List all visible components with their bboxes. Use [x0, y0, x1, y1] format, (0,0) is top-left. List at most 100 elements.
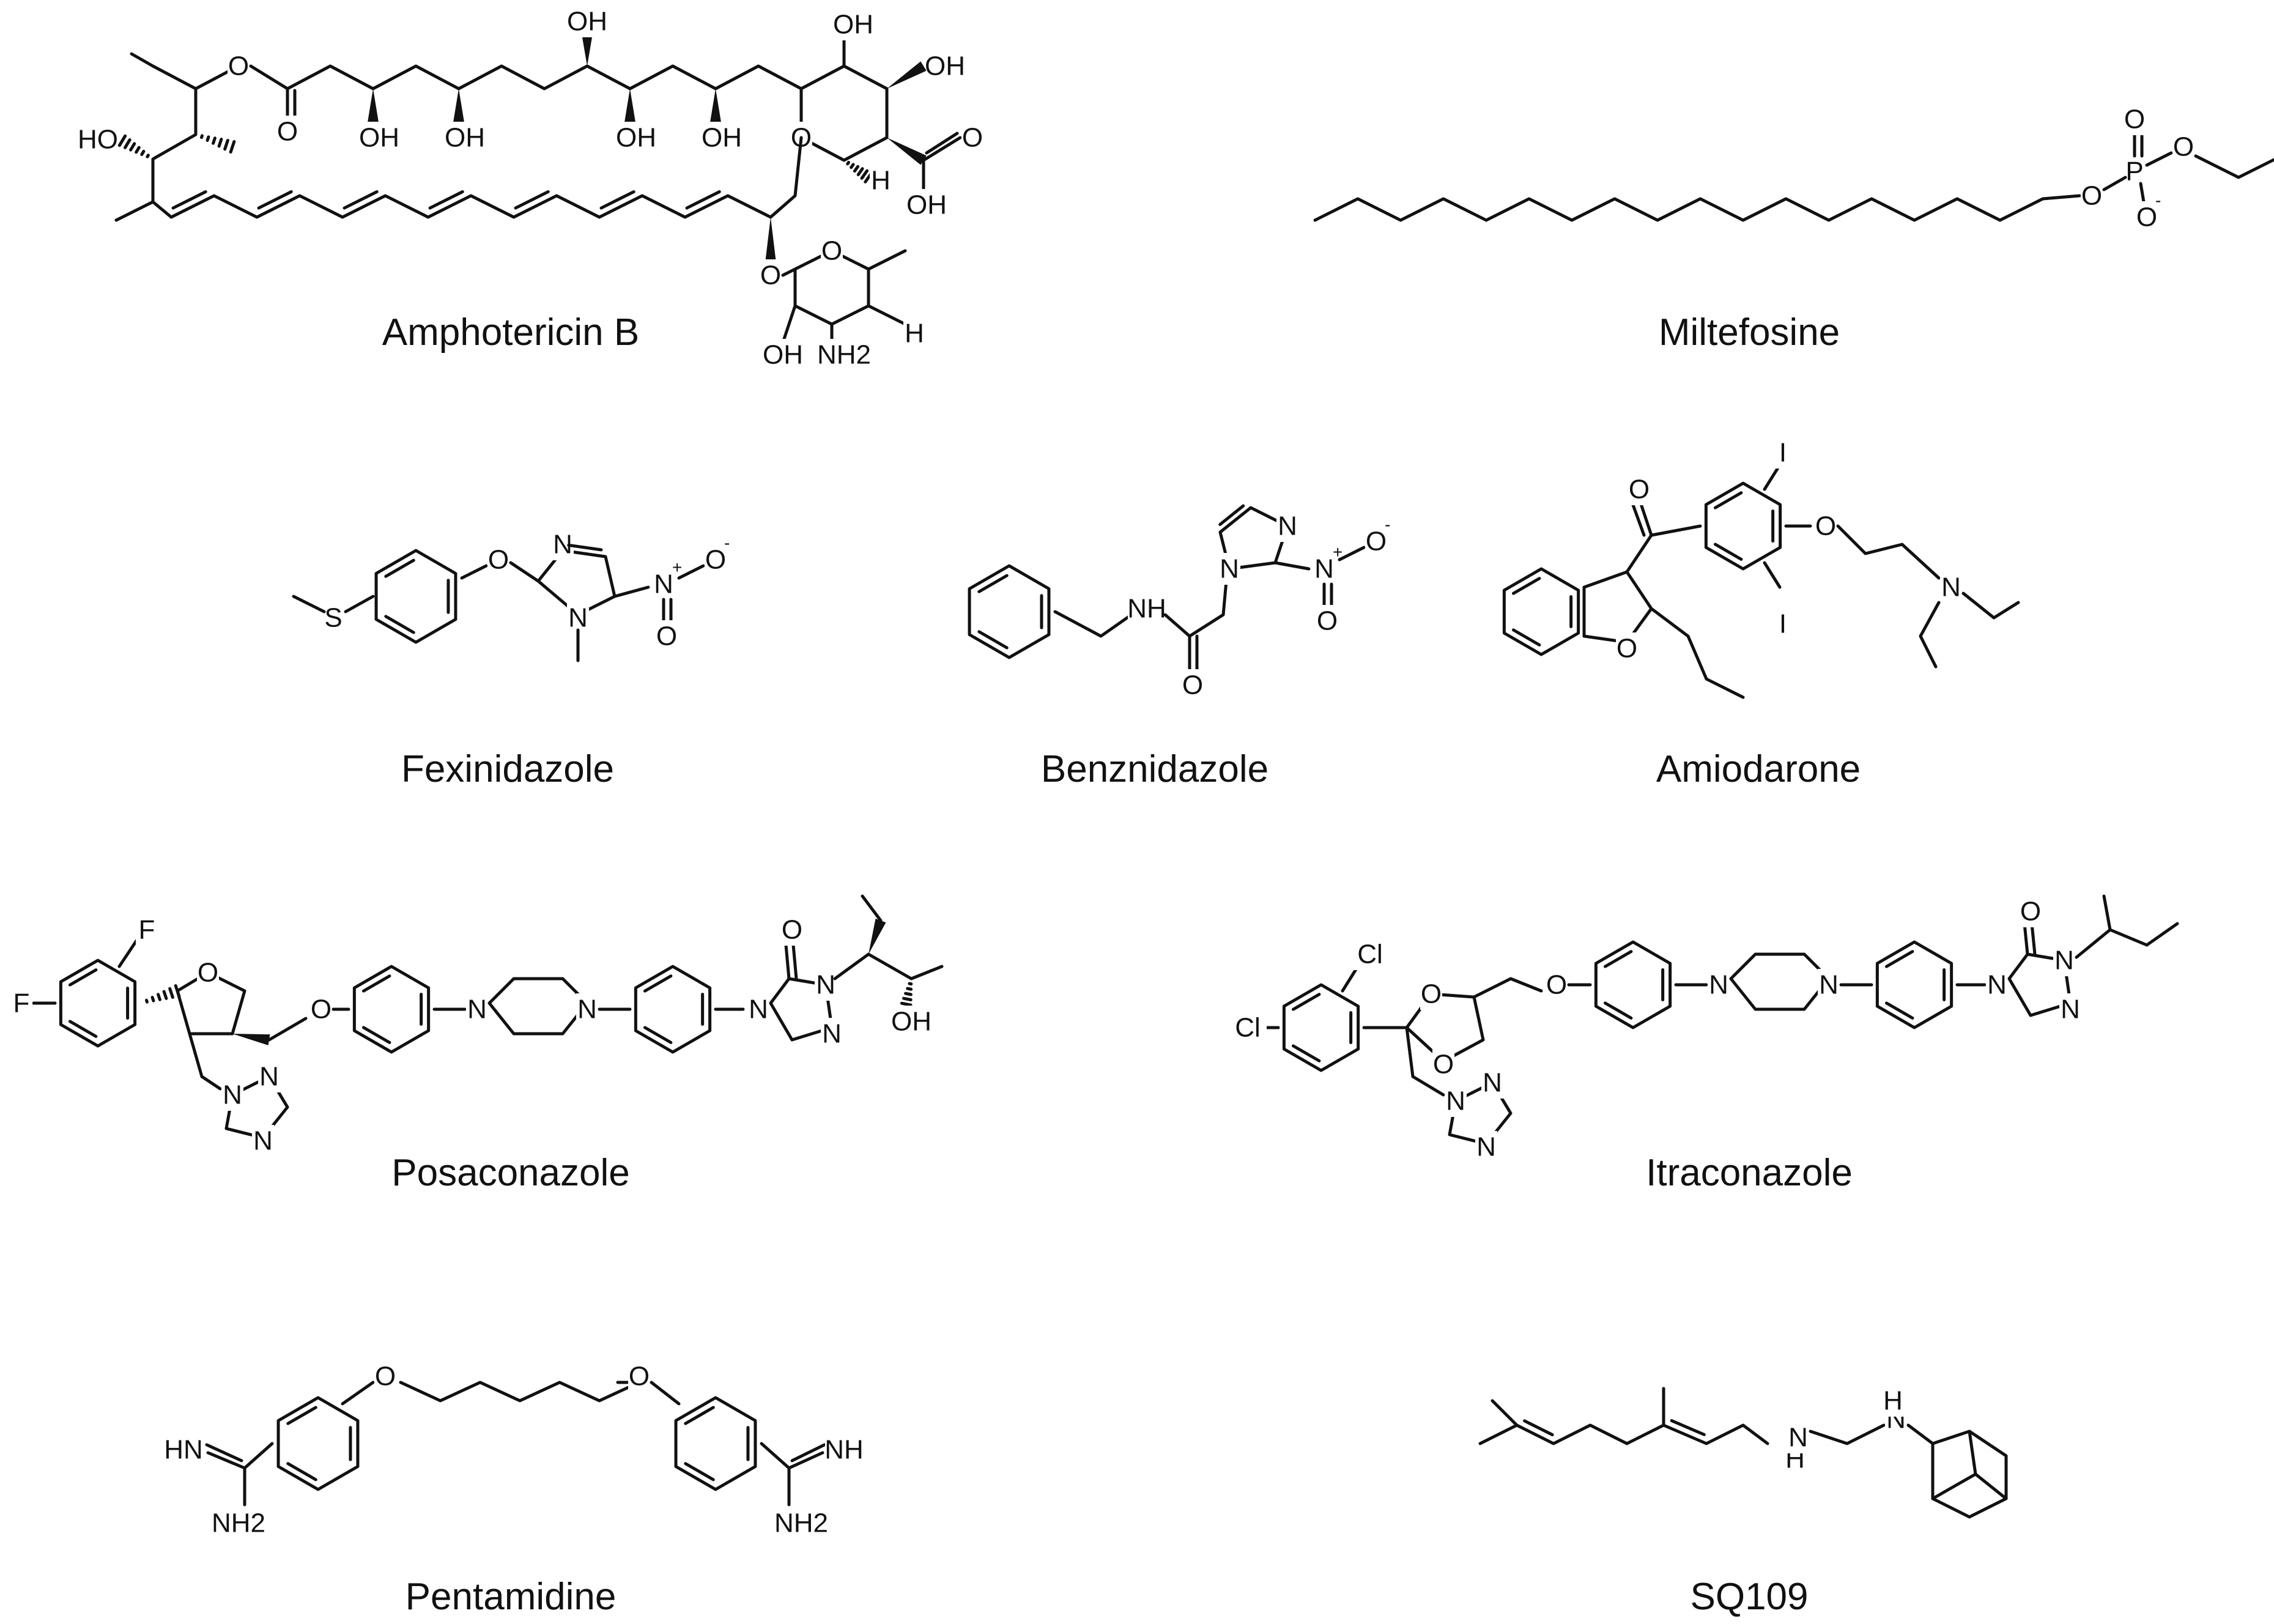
chain-bond	[1163, 613, 1225, 638]
atom-mask	[870, 165, 892, 196]
bond	[2023, 922, 2029, 956]
polyene-double-bond	[685, 190, 721, 210]
phenyl-ring	[634, 965, 712, 1054]
bond	[867, 304, 907, 326]
bond	[1221, 579, 1228, 617]
bond	[2041, 194, 2081, 201]
charge-sign: -	[2155, 191, 2161, 210]
hash-bond	[150, 995, 155, 1003]
furan-oxygen: O	[1617, 634, 1637, 664]
charge-sign: +	[1333, 543, 1343, 562]
hash-bond	[223, 139, 229, 151]
bond	[1411, 1075, 1445, 1097]
atom-mask	[1128, 593, 1166, 625]
triazole-nitrogen: N	[259, 1062, 279, 1092]
bond	[1273, 561, 1311, 571]
benzene-ring	[374, 549, 457, 644]
charge-sign: +	[672, 558, 682, 577]
label-posaconazole: Posaconazole	[391, 1152, 630, 1194]
bond	[867, 952, 913, 981]
label-miltefosine: Miltefosine	[1658, 311, 1840, 354]
imidazole-ring	[1218, 506, 1289, 571]
wedge-bond	[887, 61, 927, 89]
aromatic-bond	[684, 1406, 715, 1425]
hash-bond	[206, 135, 210, 143]
wedge-bond	[232, 1034, 270, 1045]
bond	[781, 304, 797, 344]
imine-nitrogen: HN	[164, 1435, 203, 1465]
aromatic-bond	[977, 574, 1009, 593]
chain-bond	[769, 136, 803, 219]
phenyl-ring	[674, 1396, 757, 1491]
atom-mask	[903, 317, 925, 349]
atom-mask	[892, 1006, 930, 1037]
phosphate-oxygen: O	[2081, 181, 2102, 211]
atom-mask	[487, 544, 509, 576]
bond	[650, 1381, 681, 1406]
bond	[1650, 524, 1702, 537]
aromatic-bond	[1511, 577, 1541, 595]
bond	[2030, 922, 2037, 956]
bond	[341, 1381, 375, 1406]
phenyl-ring	[352, 965, 431, 1054]
aromatic-bond	[384, 558, 415, 578]
hydroxyl-group: OH	[925, 51, 965, 81]
chain-bond	[1478, 1399, 1519, 1445]
amine-nitrogen: N	[1788, 1423, 1808, 1453]
atom-mask	[1432, 1048, 1454, 1080]
wedge-bond	[368, 89, 379, 122]
fluorine-atom: F	[139, 915, 155, 945]
imine-nitrogen: NH	[824, 1435, 864, 1465]
atom-mask	[10, 987, 32, 1019]
ring-oxygen: O	[198, 958, 218, 988]
chain-bond	[1919, 601, 1941, 669]
atom-mask	[961, 122, 983, 154]
bond	[1472, 977, 1513, 999]
atom-mask	[774, 1507, 828, 1539]
atom-mask	[747, 993, 769, 1025]
triazolone-nitrogen: N	[749, 995, 768, 1025]
atom-mask	[1787, 1422, 1809, 1453]
amine-hydrogen: H	[1883, 1386, 1903, 1416]
thioether-sulfur: S	[324, 603, 342, 633]
double-bond	[1218, 504, 1245, 526]
furan-ring	[1582, 570, 1653, 644]
aromatic-bond	[1291, 1044, 1321, 1062]
difluorophenyl-ring	[59, 958, 137, 1048]
bond	[1338, 546, 1366, 562]
atom-mask	[1818, 969, 1840, 1001]
atom-mask	[1708, 969, 1730, 1001]
sugar-ring-oxygen: O	[821, 236, 842, 266]
sugar-hydrogen: H	[905, 319, 924, 349]
chlorine-atom: Cl	[1235, 1013, 1261, 1043]
atom-mask	[1546, 969, 1568, 1001]
hash-bond	[902, 996, 913, 1002]
atom-mask	[2020, 895, 2042, 927]
atom-mask	[79, 124, 117, 155]
bond	[1763, 561, 1782, 589]
atom-mask	[817, 339, 871, 371]
nitro-oxygen: O	[656, 621, 677, 651]
bond	[243, 1442, 274, 1470]
atom-mask	[1229, 1012, 1267, 1044]
hydroxyl-group: OH	[833, 10, 873, 40]
atom-mask	[276, 116, 298, 147]
ether-oxygen: O	[375, 1362, 396, 1392]
triazolone-nitrogen: N	[816, 970, 835, 1000]
iodine-atom: I	[1779, 438, 1787, 468]
atom-mask	[1481, 1067, 1503, 1099]
hash-bond	[904, 992, 913, 996]
bond	[909, 965, 944, 981]
piperazine-nitrogen: N	[577, 995, 597, 1025]
charge-sign: -	[1385, 515, 1390, 534]
label-sq109: SQ109	[1690, 1576, 1809, 1618]
aromatic-bond	[977, 630, 1009, 650]
atom-mask	[821, 235, 843, 267]
piperazine-ring	[487, 977, 589, 1036]
imidazole-nitrogen: N	[568, 603, 588, 633]
chlorine-atom: Cl	[1357, 940, 1383, 970]
nitro-oxygen: O	[1317, 606, 1338, 636]
carbonyl-oxygen: O	[782, 915, 802, 945]
sugar-hydroxyl: OH	[763, 340, 803, 370]
wedge-bond	[765, 217, 776, 263]
